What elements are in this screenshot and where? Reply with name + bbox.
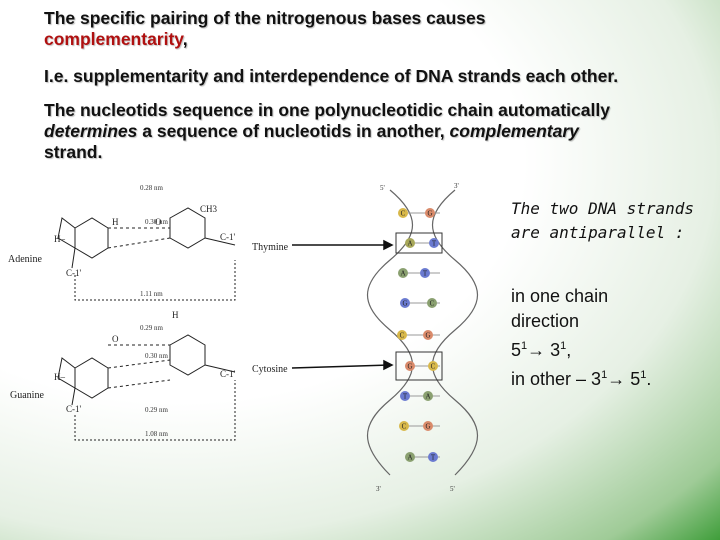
label-adenine: Adenine (8, 254, 42, 265)
base-letter: G (425, 423, 430, 431)
dist-gc2: 0.30 nm (145, 352, 169, 360)
atom-h1: H– (54, 234, 65, 244)
para3-part2: a sequence of nucleotids in another, (137, 121, 450, 141)
label-3prime-bottom: 3' (376, 485, 381, 493)
direction-second: in other – 31→ 51. (511, 369, 652, 389)
paragraph-complementarity: The specific pairing of the nitrogenous … (44, 8, 604, 50)
dist-at1: 0.28 nm (140, 184, 164, 192)
base-letter: A (407, 454, 412, 462)
atom-c1-left: C-1' (66, 268, 82, 278)
base-letter: A (425, 393, 430, 401)
paragraph-supplementarity: I.e. supplementarity and interdependence… (44, 66, 619, 86)
dist-gc1: 0.29 nm (140, 324, 164, 332)
para1-text: The specific pairing of the nitrogenous … (44, 8, 486, 28)
base-letter: A (400, 270, 405, 278)
dist-gc-total: 1.08 nm (145, 430, 169, 438)
base-letter: C (430, 300, 435, 308)
base-letter: G (407, 363, 412, 371)
helix-rungs (405, 212, 440, 458)
base-letter: G (402, 300, 407, 308)
atom-o2: O (112, 334, 119, 344)
dist-at2: 0.30 nm (145, 218, 169, 226)
direction-line1: in one chain (511, 286, 609, 306)
para3-emph1: determines (44, 121, 138, 141)
direction-line2: direction (511, 311, 580, 331)
base-letter: T (423, 270, 428, 278)
atom-h4: H (172, 310, 179, 320)
base-letter: T (432, 240, 437, 248)
dna-base-pairing-diagram: H– H O CH3 C-1' C-1' 0.28 nm 0.30 nm 1.1… (8, 182, 479, 493)
base-letter: T (431, 454, 436, 462)
label-guanine: Guanine (10, 390, 44, 401)
direction-note: in one chain direction 51→ 31, in other … (511, 284, 716, 392)
direction-first: 51→ 31, (511, 340, 572, 360)
base-letter: T (403, 393, 408, 401)
guanine-cytosine-structure (57, 334, 236, 441)
base-letter: G (425, 332, 430, 340)
para3-part3: strand. (44, 142, 103, 162)
helix-bases: C G A T A T G C C G G C T A C G A T (397, 208, 439, 462)
base-letter: A (407, 240, 412, 248)
label-3prime-top: 3' (454, 182, 459, 190)
para1-trailing: , (182, 29, 188, 49)
base-letter: C (402, 423, 407, 431)
atom-c1-bottom: C-1' (66, 404, 82, 414)
pair-highlight-boxes (395, 232, 443, 381)
base-letter: C (400, 332, 405, 340)
atom-h3: H– (54, 372, 65, 382)
base-letter: C (401, 210, 406, 218)
adenine-thymine-structure (57, 207, 236, 301)
label-cytosine: Cytosine (252, 364, 288, 375)
para3-part1: The nucleotids sequence in one polynucle… (44, 100, 610, 120)
atom-o1: O (155, 217, 162, 227)
paragraph-sequence: The nucleotids sequence in one polynucle… (44, 100, 704, 163)
complementarity-term: complementarity (44, 29, 183, 49)
label-thymine: Thymine (252, 242, 289, 253)
label-5prime-bottom: 5' (450, 485, 455, 493)
base-letter: G (427, 210, 432, 218)
atom-c1-mid: C-1' (220, 369, 236, 379)
label-5prime-top: 5' (380, 184, 385, 192)
dist-at-total: 1.11 nm (140, 290, 163, 298)
para3-emph2: complementary (449, 121, 579, 141)
antiparallel-note: The two DNA strands are antiparallel : (511, 199, 695, 242)
pointer-arrows (291, 239, 394, 371)
atom-ch3: CH3 (200, 204, 218, 214)
atom-c1-top: C-1' (220, 232, 236, 242)
base-letter: C (431, 363, 436, 371)
atom-h2: H (112, 217, 119, 227)
dist-gc3: 0.29 nm (145, 406, 169, 414)
